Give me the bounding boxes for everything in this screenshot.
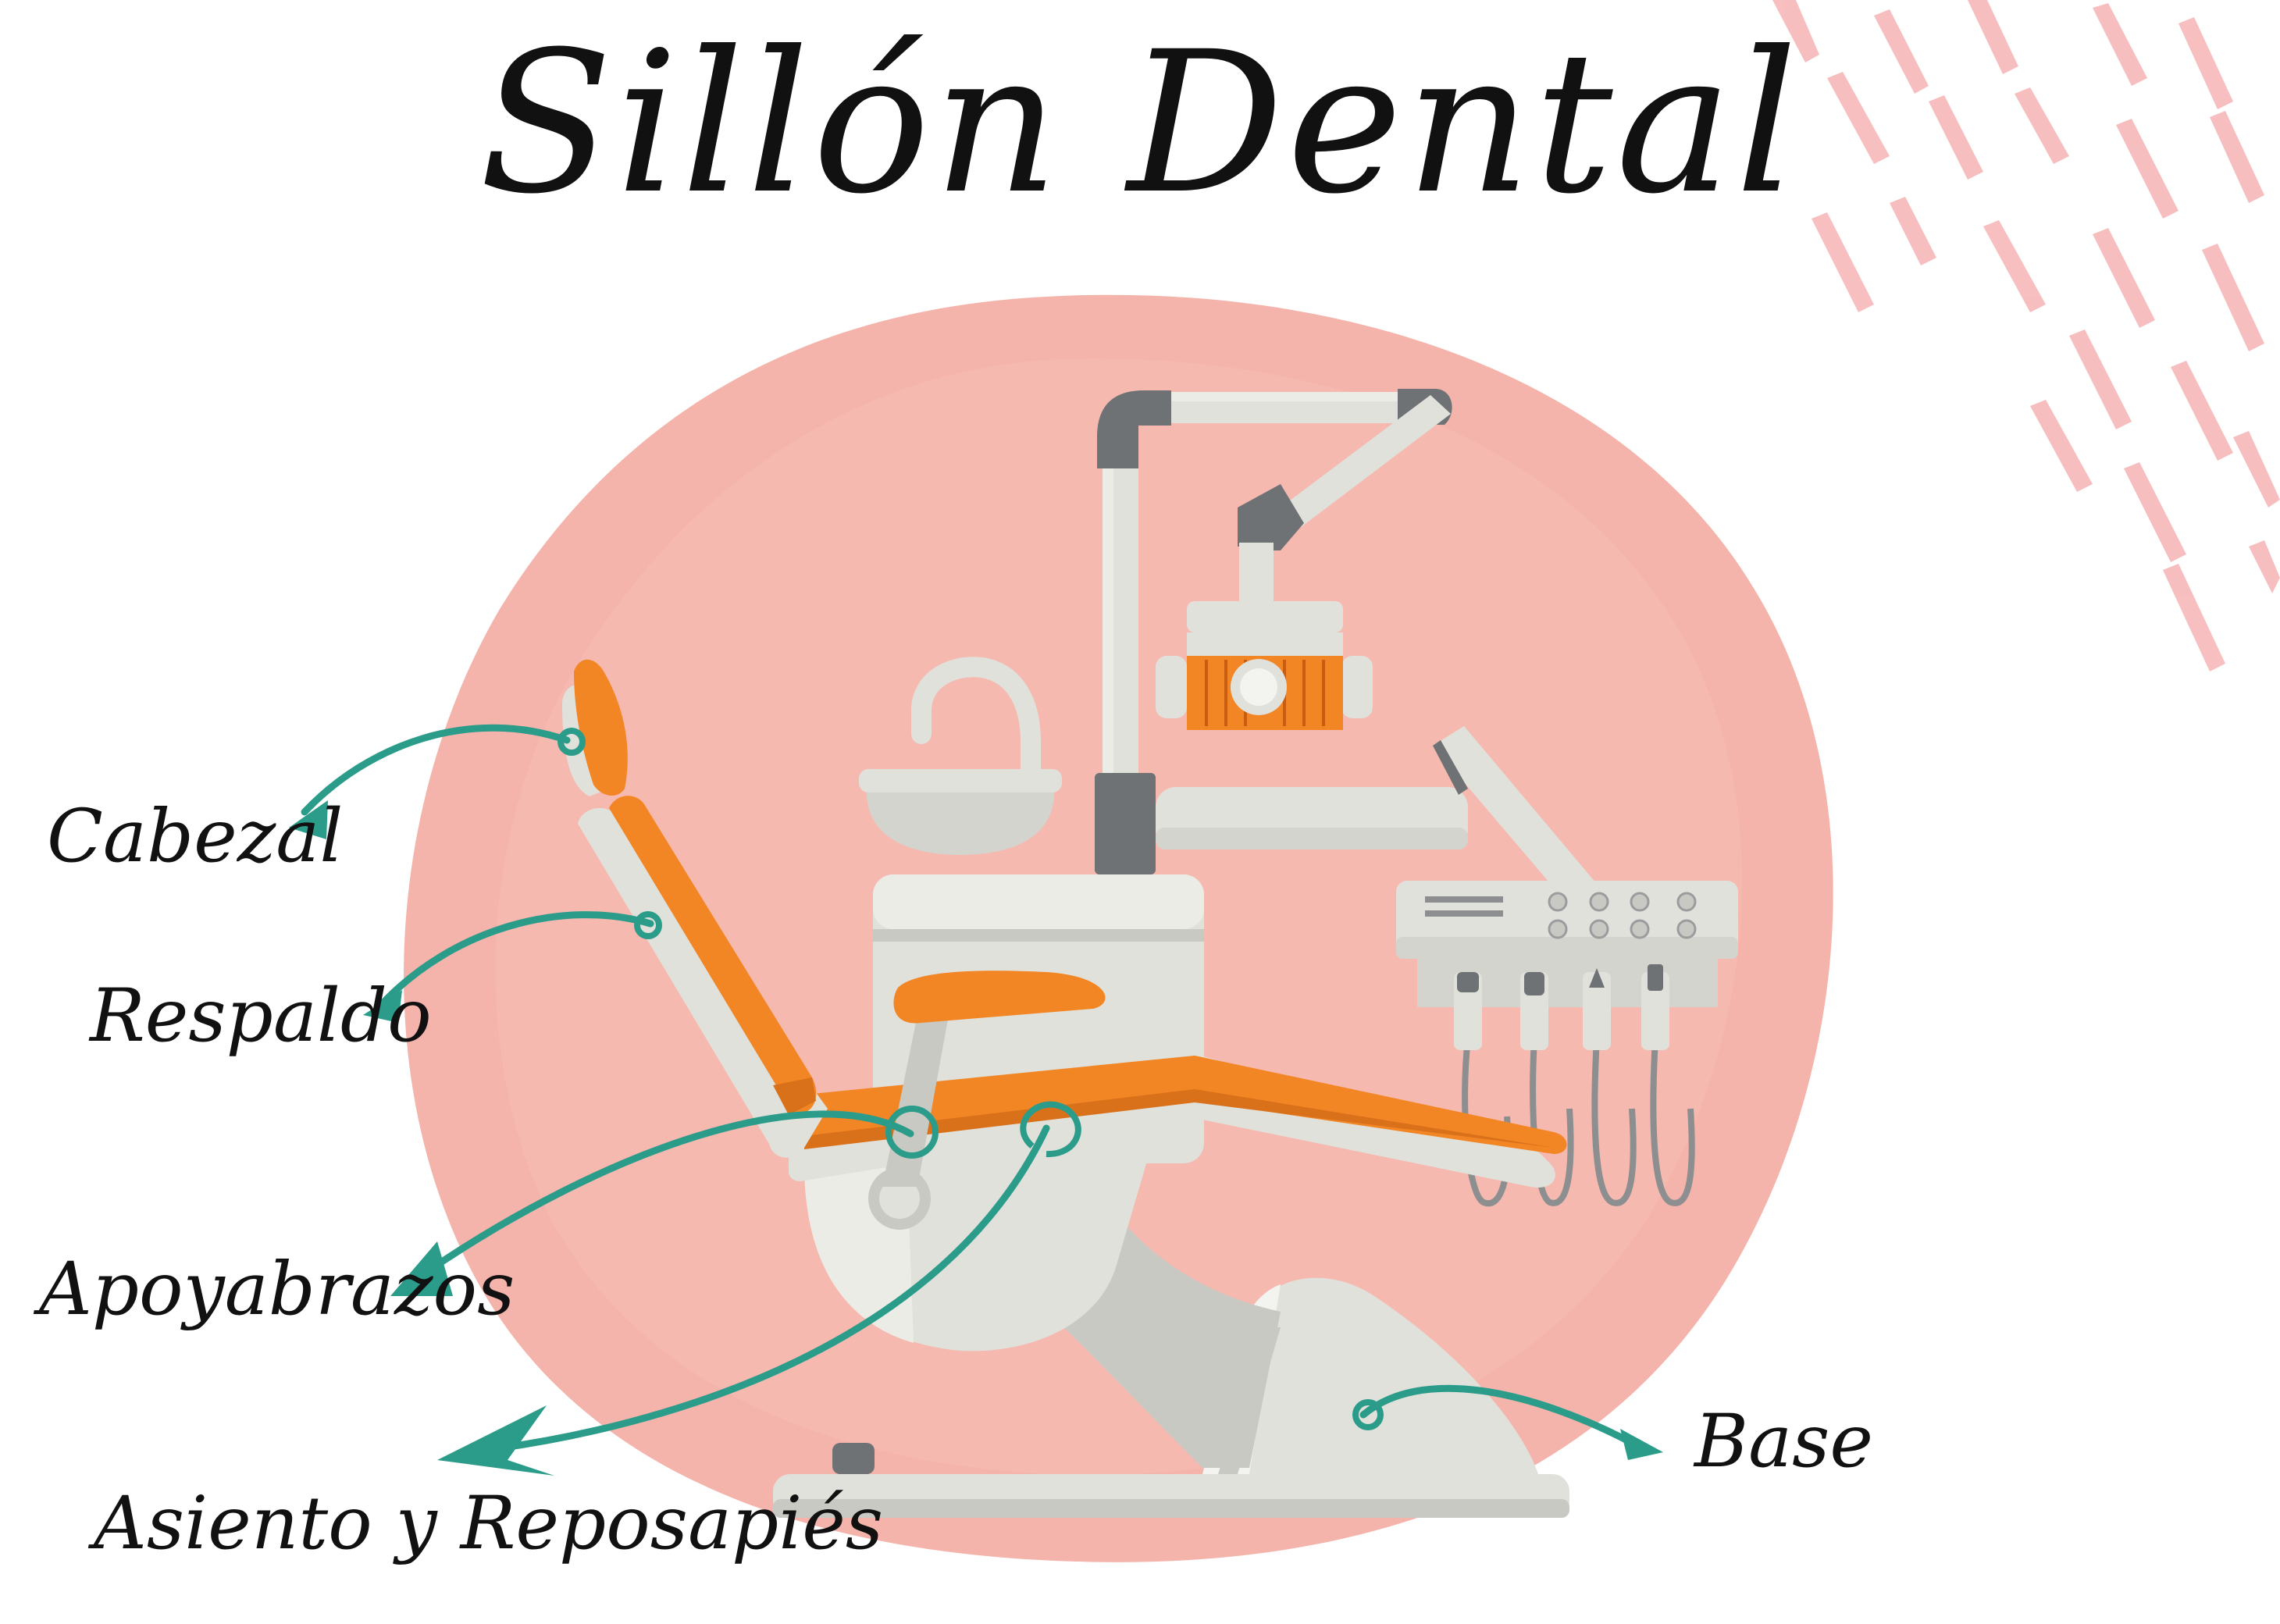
sink-unit	[859, 657, 1062, 855]
page-title: Sillón Dental	[479, 9, 1801, 237]
headrest	[562, 659, 628, 796]
lamp-pole	[1095, 389, 1452, 874]
label-respaldo: Respaldo	[90, 974, 432, 1059]
decorative-strokes	[1772, 0, 2280, 671]
label-base: Base	[1694, 1399, 1873, 1484]
annotation-rings	[558, 728, 1384, 1430]
instrument-panel	[1396, 881, 1738, 1207]
arrow-heads	[289, 800, 1663, 1476]
label-cabezal: Cabezal	[47, 794, 344, 879]
label-apoyabrazos: Apoyabrazos	[39, 1247, 515, 1332]
chair-pedestal	[804, 1132, 1281, 1468]
backrest	[578, 796, 1106, 1187]
seat-footrest	[789, 1054, 1567, 1188]
annotation-arrows	[301, 724, 1636, 1456]
tray-arm	[1156, 726, 1608, 914]
label-asiento-reposapies: Asiento y Reposapiés	[94, 1481, 884, 1566]
